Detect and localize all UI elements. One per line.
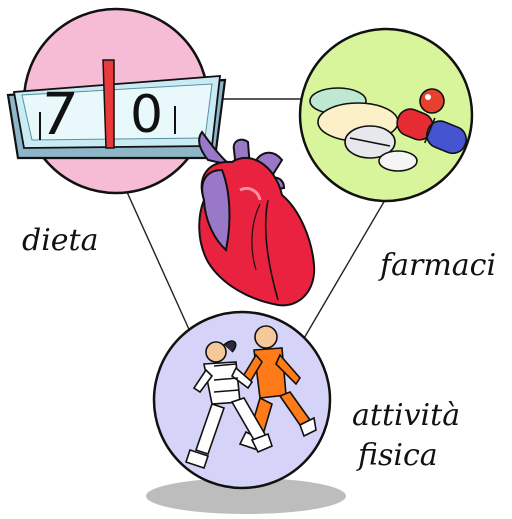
drugs-node (300, 29, 472, 201)
label-diet: dieta (22, 223, 99, 258)
activity-node (146, 312, 346, 514)
label-activity-line2: fisica (356, 438, 438, 473)
scale-digit-right: 0 (130, 85, 163, 145)
heart-icon (199, 132, 314, 305)
scale-digit-left: 7 (36, 80, 80, 148)
label-activity-line1: attività (352, 398, 460, 433)
connector-drugs-activity (303, 200, 385, 340)
connector-diet-activity (127, 192, 192, 336)
diet-node: 7 0 (8, 9, 225, 193)
label-drugs: farmaci (378, 248, 496, 283)
